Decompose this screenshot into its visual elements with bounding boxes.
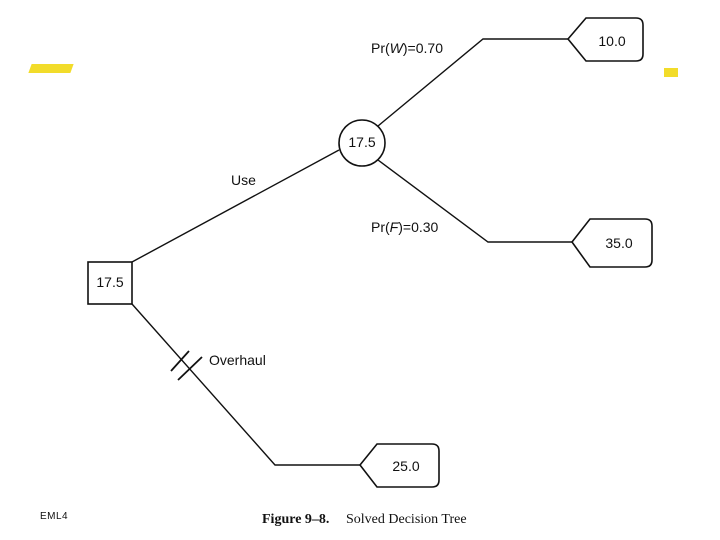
outcome-w-value: 10.0 (598, 33, 626, 49)
prob-w-suffix: )=0.70 (402, 40, 443, 56)
prob-f-prefix: Pr( (371, 219, 390, 235)
figure-number: Figure 9–8. (262, 512, 330, 527)
overhaul-branch-label: Overhaul (209, 352, 266, 368)
outcome-f-shape (570, 218, 653, 268)
use-branch-line (131, 149, 340, 263)
chance-node-circle (338, 119, 386, 167)
w-branch-line (377, 38, 568, 127)
blocked-mark-a (170, 350, 190, 372)
prob-w-label: Pr(W)=0.70 (371, 40, 443, 56)
outcome-overhaul-shape (358, 443, 440, 488)
use-branch-label: Use (231, 172, 256, 188)
f-branch-line (377, 159, 572, 243)
prob-w-variable: W (389, 40, 403, 56)
prob-w-prefix: Pr( (371, 40, 390, 56)
footer-tag: EML4 (40, 511, 69, 522)
highlight-mark-right (664, 68, 678, 77)
prob-f-suffix: )=0.30 (398, 219, 439, 235)
prob-f-variable: F (389, 219, 399, 235)
decision-node-value: 17.5 (96, 274, 124, 290)
overhaul-branch-line (131, 303, 360, 466)
prob-f-label: Pr(F)=0.30 (371, 219, 438, 235)
figure-caption: Solved Decision Tree (346, 512, 467, 527)
outcome-overhaul-value: 25.0 (392, 458, 420, 474)
outcome-w-shape (566, 17, 644, 62)
outcome-f-value: 35.0 (605, 235, 633, 251)
highlight-mark-left (28, 64, 74, 73)
decision-node-box (87, 261, 133, 305)
blocked-mark-b (177, 356, 203, 381)
chance-node-value: 17.5 (348, 134, 376, 150)
